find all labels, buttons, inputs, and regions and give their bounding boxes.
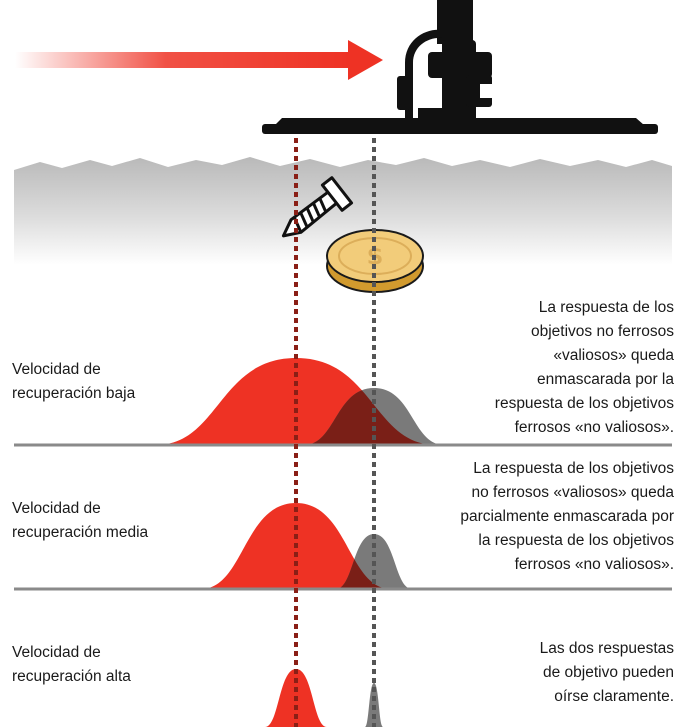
speed-label-medium: Velocidad de recuperación media bbox=[12, 500, 149, 541]
screw-icon bbox=[281, 176, 354, 238]
description-low: La respuesta de los objetivos no ferroso… bbox=[494, 299, 674, 436]
detector-coil-icon bbox=[262, 0, 658, 134]
speed-label-high: Velocidad de recuperación alta bbox=[12, 644, 131, 685]
sweep-direction-arrow-icon bbox=[15, 40, 383, 80]
description-medium: La respuesta de los objetivos no ferroso… bbox=[460, 460, 674, 573]
response-section-high bbox=[265, 669, 383, 727]
description-high: Las dos respuestas de objetivo pueden oí… bbox=[539, 640, 674, 705]
speed-label-low: Velocidad de recuperación baja bbox=[12, 361, 136, 402]
